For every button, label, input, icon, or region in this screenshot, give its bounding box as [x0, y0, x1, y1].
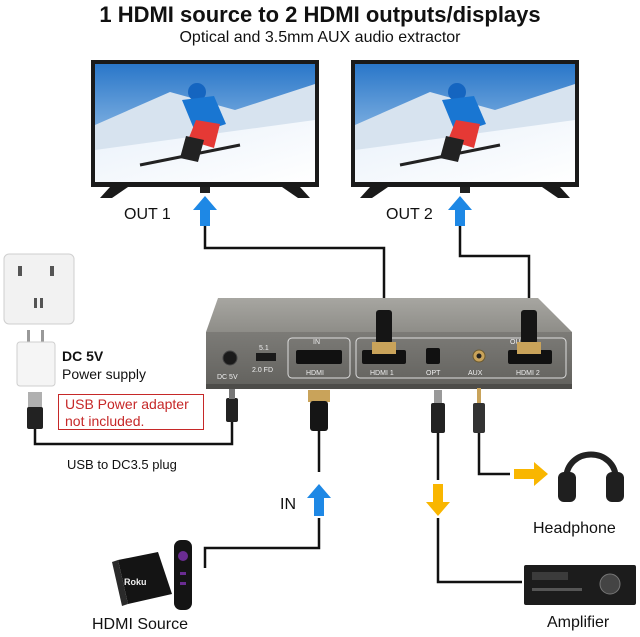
usb-note-line1: USB Power adapter — [65, 396, 189, 412]
hdmi-cable-in — [203, 518, 321, 568]
port-label-hdmi2: HDMI 2 — [516, 370, 540, 377]
amplifier-icon — [524, 565, 636, 605]
optical-port — [426, 348, 440, 364]
label-headphone: Headphone — [533, 520, 616, 537]
tv-out2 — [351, 60, 579, 198]
arrow-right-icon — [514, 462, 548, 486]
dc-plug-icon — [226, 388, 238, 422]
label-amplifier: Amplifier — [547, 614, 610, 631]
optical-plug-icon — [431, 390, 445, 433]
switch-label-bottom: 2.0 FD — [252, 367, 273, 374]
roku-box-icon: Roku — [112, 552, 172, 606]
aux-plug-icon — [473, 388, 485, 433]
label-hdmi-source: HDMI Source — [92, 616, 189, 633]
hdmi-plug-icon — [372, 310, 396, 354]
usb-adapter-note: USB Power adapter not included. — [58, 394, 204, 430]
port-label-opt: OPT — [426, 370, 441, 377]
label-usb-plug: USB to DC3.5 plug — [67, 457, 177, 472]
hdmi-plug-icon — [517, 310, 541, 354]
page-subtitle: Optical and 3.5mm AUX audio extractor — [179, 29, 461, 46]
hdmi-cable-out2 — [458, 226, 531, 312]
usb-plug-icon — [27, 392, 43, 429]
arrow-down-icon — [426, 484, 450, 516]
port-label-aux: AUX — [468, 370, 483, 377]
port-label-hdmi1: HDMI 1 — [370, 370, 394, 377]
label-power-supply: Power supply — [62, 366, 147, 382]
label-out2: OUT 2 — [386, 206, 433, 223]
tv-out1 — [91, 60, 319, 198]
optical-cable — [436, 518, 522, 584]
power-adapter-icon — [16, 330, 56, 387]
usb-note-line2: not included. — [65, 413, 145, 429]
label-in: IN — [280, 496, 296, 513]
arrow-up-icon — [448, 196, 472, 226]
port-label-dc5v: DC 5V — [217, 374, 238, 381]
roku-logo-text: Roku — [124, 577, 147, 587]
remote-icon — [174, 540, 192, 610]
usb-dc-cable — [33, 420, 234, 446]
mode-switch — [256, 353, 276, 361]
dc-jack — [222, 350, 238, 366]
arrow-up-icon — [307, 484, 331, 516]
label-out1: OUT 1 — [124, 206, 171, 223]
hdmi-cable-out1 — [203, 226, 386, 312]
arrow-up-icon — [193, 196, 217, 226]
hdmi-in-port — [296, 350, 342, 364]
wall-socket-icon — [3, 253, 75, 325]
skier-image — [399, 83, 501, 167]
page-title: 1 HDMI source to 2 HDMI outputs/displays — [99, 2, 541, 27]
hdmi-plug-icon — [308, 390, 330, 431]
switch-label-top: 5.1 — [259, 345, 269, 352]
label-dc5v: DC 5V — [62, 348, 104, 364]
port-label-hdmi-in: HDMI — [306, 370, 324, 377]
headphone-icon — [558, 451, 624, 502]
skier-image — [139, 83, 241, 167]
aux-cable — [477, 433, 510, 476]
port-tag-in: IN — [313, 339, 320, 346]
